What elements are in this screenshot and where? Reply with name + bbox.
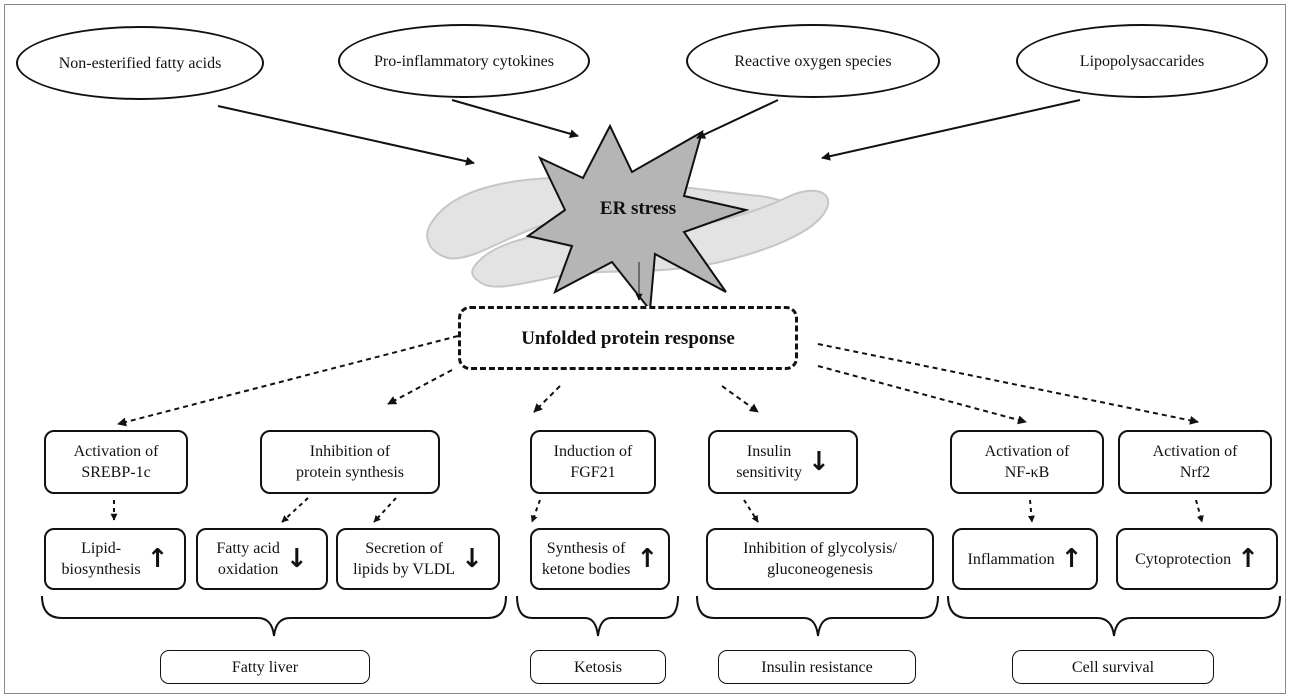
arrow-up-icon: ↑ (146, 544, 169, 574)
arrow-nfkb-to-inflam (1027, 499, 1035, 523)
arrow-upr-to-insulin (721, 385, 759, 413)
mechanism-insulin-line1: Insulin (746, 443, 792, 460)
brace-cell-survival (947, 595, 1281, 637)
effect-lipid-line2: biosynthesis (61, 561, 141, 578)
mechanism-nfkb-line1: Activation of (984, 443, 1070, 460)
effect-vldl-line1: Secretion of (365, 540, 443, 557)
arrow-down-icon: ↓ (461, 544, 483, 574)
mechanism-nrf2-line2: Nrf2 (1179, 464, 1211, 481)
effect-lipid-text: Lipid- biosynthesis (62, 538, 141, 580)
input-lps-label: Lipopolysaccarides (1079, 52, 1205, 70)
input-ros: Reactive oxygen species (686, 24, 940, 98)
effect-lipid-line1: Lipid- (81, 540, 122, 557)
input-ros-label: Reactive oxygen species (734, 52, 892, 70)
arrow-protein-to-vldl (373, 497, 397, 523)
outcome-ketosis-label: Ketosis (574, 658, 622, 676)
input-nefa: Non-esterified fatty acids (16, 26, 264, 100)
arrow-fgf21-to-ketone (530, 499, 541, 523)
input-lps: Lipopolysaccarides (1016, 24, 1268, 98)
mechanism-protein: Inhibition of protein synthesis (260, 430, 440, 494)
arrow-upr-to-nrf2 (817, 343, 1199, 425)
upr-box: Unfolded protein response (458, 306, 798, 370)
mechanism-protein-line1: Inhibition of (309, 443, 391, 460)
effect-ketone-line1: Synthesis of (546, 540, 626, 557)
effect-vldl: Secretion of lipids by VLDL ↓ (336, 528, 500, 590)
effect-cyto-label: Cytoprotection (1135, 550, 1232, 568)
mechanism-fgf21-line2: FGF21 (570, 464, 616, 481)
mechanism-insulin-line2: sensitivity (736, 464, 802, 481)
outcome-fatty-liver-label: Fatty liver (231, 658, 299, 676)
arrow-protein-to-fao (281, 497, 309, 523)
input-cytokines-label: Pro-inflammatory cytokines (374, 52, 554, 70)
arrow-up-icon: ↑ (1060, 544, 1083, 574)
effect-inflam-label: Inflammation (967, 550, 1055, 568)
mechanism-nfkb-line2: NF-κB (1004, 464, 1050, 481)
arrow-ros-to-er (696, 99, 779, 139)
er-stress-text: ER stress (599, 197, 677, 219)
brace-ketosis (516, 595, 679, 637)
outcome-cell-survival-label: Cell survival (1071, 658, 1155, 676)
mechanism-insulin: Insulin sensitivity ↓ (708, 430, 858, 494)
arrow-lps-to-er (821, 99, 1081, 161)
outcome-insulin-resistance-label: Insulin resistance (761, 658, 873, 676)
mechanism-srebp-line1: Activation of (73, 443, 159, 460)
outcome-fatty-liver: Fatty liver (160, 650, 370, 684)
arrow-upr-to-nfkb (817, 365, 1027, 425)
mechanism-srebp-line2: SREBP-1c (81, 464, 151, 481)
outcome-cell-survival: Cell survival (1012, 650, 1214, 684)
effect-vldl-text: Secretion of lipids by VLDL (353, 538, 455, 580)
mechanism-srebp: Activation of SREBP-1c (44, 430, 188, 494)
upr-label: Unfolded protein response (521, 327, 735, 349)
outcome-insulin-resistance: Insulin resistance (718, 650, 916, 684)
effect-ketone-line2: ketone bodies (541, 561, 631, 578)
effect-glyco-line1: Inhibition of glycolysis/ (743, 540, 897, 557)
mechanism-fgf21-line1: Induction of (553, 443, 633, 460)
brace-insulin (696, 595, 939, 637)
mechanism-protein-line2: protein synthesis (296, 464, 404, 481)
effect-fao-line1: Fatty acid (216, 540, 280, 557)
effect-inflam: Inflammation ↑ (952, 528, 1098, 590)
effect-fao-line2: oxidation (217, 561, 279, 578)
input-cytokines: Pro-inflammatory cytokines (338, 24, 590, 98)
arrow-upr-to-srebp (117, 335, 459, 427)
mechanism-nrf2: Activation of Nrf2 (1118, 430, 1272, 494)
arrow-nrf2-to-cyto (1195, 499, 1204, 523)
figure-frame (4, 4, 1286, 694)
mechanism-nrf2-line1: Activation of (1152, 443, 1238, 460)
mechanism-nfkb: Activation of NF-κB (950, 430, 1104, 494)
arrow-down-icon: ↓ (807, 447, 830, 477)
arrow-cytokines-to-er (451, 99, 579, 139)
mechanism-insulin-text: Insulin sensitivity (736, 441, 802, 483)
effect-ketone-text: Synthesis of ketone bodies (542, 538, 630, 580)
mechanism-fgf21: Induction of FGF21 (530, 430, 656, 494)
arrow-up-icon: ↑ (636, 544, 659, 574)
effect-lipid: Lipid- biosynthesis ↑ (44, 528, 186, 590)
brace-fatty-liver (41, 595, 507, 637)
arrow-insulin-to-glyco (743, 499, 759, 523)
effect-fao-text: Fatty acid oxidation (216, 538, 280, 580)
outcome-ketosis: Ketosis (530, 650, 666, 684)
effect-fao: Fatty acid oxidation ↓ (196, 528, 328, 590)
er-stress-star (525, 123, 750, 313)
arrow-up-icon: ↑ (1237, 544, 1259, 574)
effect-cyto: Cytoprotection ↑ (1116, 528, 1278, 590)
arrow-nefa-to-er (217, 105, 475, 166)
effect-ketone: Synthesis of ketone bodies ↑ (530, 528, 670, 590)
arrow-upr-to-fgf21 (533, 385, 561, 413)
effect-glyco-line2: gluconeogenesis (767, 561, 873, 578)
effect-vldl-line2: lipids by VLDL (353, 561, 456, 578)
arrow-upr-to-protein (387, 369, 453, 405)
effect-glyco: Inhibition of glycolysis/ gluconeogenesi… (706, 528, 934, 590)
arrow-down-icon: ↓ (285, 544, 308, 574)
er-stress-label: ER stress (586, 194, 690, 222)
input-nefa-label: Non-esterified fatty acids (58, 54, 222, 72)
